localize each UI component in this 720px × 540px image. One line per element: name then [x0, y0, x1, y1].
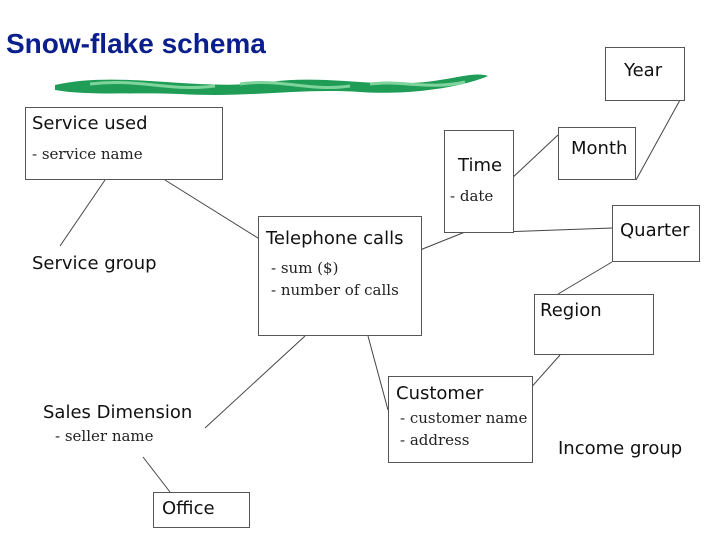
- entity-sales-dimension-attr: - seller name: [55, 427, 154, 445]
- entity-time-name: Time: [458, 155, 503, 176]
- entity-income-group-name: Income group: [558, 438, 683, 459]
- link-telephone-calls-time: [419, 229, 471, 251]
- entity-region: [534, 294, 654, 355]
- entity-customer: [388, 376, 533, 463]
- entity-month: [558, 127, 636, 180]
- entity-service-used-name: Service used: [32, 113, 148, 134]
- entity-telephone-calls-name: Telephone calls: [266, 228, 404, 249]
- entity-year: [605, 47, 685, 101]
- page-title: Snow-flake schema: [6, 28, 266, 59]
- entity-office: [153, 492, 250, 528]
- entity-customer-name: Customer: [396, 383, 484, 404]
- entity-quarter: [612, 205, 700, 262]
- entity-office-name: Office: [162, 498, 215, 519]
- link-time-quarter: [499, 227, 613, 233]
- entity-year-name: Year: [624, 60, 663, 81]
- entity-time: [444, 130, 514, 233]
- link-service-used-service-group: [59, 179, 106, 247]
- entity-service-used-attr: - service name: [32, 145, 143, 163]
- link-sales-dimension-office: [142, 456, 171, 493]
- entity-service-used: [25, 107, 223, 180]
- entity-month-name: Month: [571, 138, 628, 159]
- entity-service-group-name: Service group: [32, 253, 157, 274]
- link-month-year: [635, 99, 681, 181]
- entity-time-attr-date: - date: [450, 187, 494, 205]
- entity-region-name: Region: [540, 300, 602, 321]
- link-quarter-region: [557, 261, 613, 295]
- entity-telephone-calls-attr-sum: - sum ($): [271, 259, 339, 277]
- entity-telephone-calls: [258, 216, 422, 336]
- entity-customer-attr-address: - address: [400, 431, 470, 449]
- entity-quarter-name: Quarter: [620, 220, 690, 241]
- link-telephone-calls-sales-dimension: [204, 335, 306, 429]
- entity-telephone-calls-attr-count: - number of calls: [271, 281, 399, 299]
- decorative-brush-stroke: [55, 74, 488, 95]
- link-telephone-calls-customer: [367, 335, 389, 411]
- entity-sales-dimension-name: Sales Dimension: [43, 402, 193, 423]
- link-time-month: [509, 134, 559, 181]
- entity-customer-attr-name: - customer name: [400, 409, 528, 427]
